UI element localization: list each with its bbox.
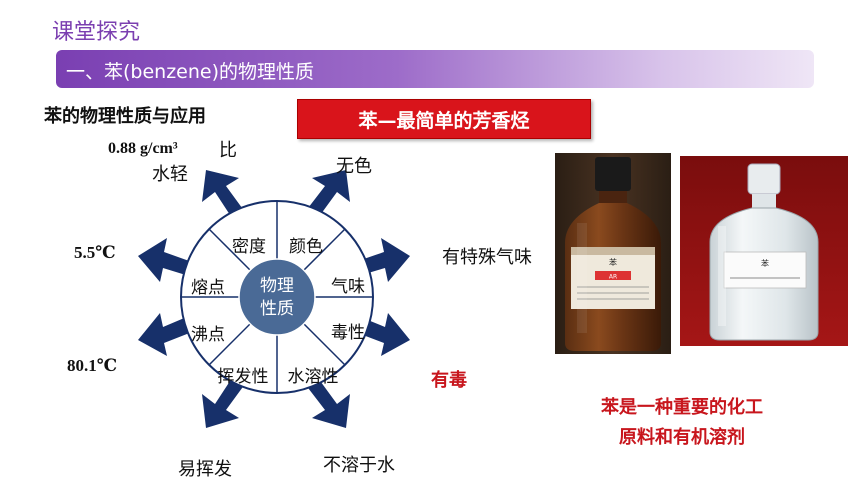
segment-color: 颜色	[289, 237, 323, 257]
section-banner-text: 一、苯(benzene)的物理性质	[66, 61, 315, 83]
arrow-boiling	[138, 313, 192, 356]
arrow-density	[202, 170, 245, 218]
boiling-point-value: 80.1℃	[67, 356, 118, 375]
clear-bottle-photo: 苯	[680, 156, 848, 346]
bottle1-label-char: 苯	[609, 257, 617, 267]
density-lighter: 水轻	[152, 164, 188, 185]
aromatic-hydrocarbon-banner: 苯—最简单的芳香烃	[297, 99, 591, 139]
segment-melting: 熔点	[191, 278, 225, 298]
brown-bottle-photo: 苯 AR	[555, 153, 671, 354]
solubility-value: 不溶于水	[323, 455, 395, 476]
segment-density: 密度	[232, 237, 266, 257]
odor-value: 有特殊气味	[442, 247, 532, 268]
arrow-color	[305, 170, 350, 218]
segment-toxicity: 毒性	[331, 323, 365, 343]
melting-point-value: 5.5℃	[74, 243, 116, 262]
wheel-center-line1: 物理	[260, 276, 294, 296]
conclusion-text: 苯是一种重要的化工 原料和有机溶剂	[582, 393, 782, 453]
arrow-solubility	[305, 378, 350, 428]
bottle2-label-char: 苯	[761, 258, 769, 268]
segment-odor: 气味	[331, 277, 365, 297]
conclusion-line2: 原料和有机溶剂	[619, 427, 745, 448]
segment-volatility: 挥发性	[218, 367, 269, 387]
density-than: 比	[219, 140, 237, 161]
properties-heading: 苯的物理性质与应用	[44, 106, 206, 127]
conclusion-line1: 苯是一种重要的化工	[601, 397, 763, 418]
section-banner	[56, 50, 814, 88]
toxicity-value: 有毒	[431, 370, 467, 391]
color-value: 无色	[336, 156, 372, 177]
page-title: 课堂探究	[52, 20, 141, 45]
wheel-center	[238, 258, 316, 336]
property-wheel: 物理 性质 密度 颜色 气味 毒性 水溶性 挥发性 沸点 熔点	[138, 170, 410, 428]
arrow-volatility	[202, 378, 245, 428]
volatility-value: 易挥发	[178, 459, 232, 480]
bottle1-grade: AR	[609, 274, 617, 281]
segment-boiling: 沸点	[191, 325, 225, 345]
arrow-melting	[138, 238, 192, 282]
wheel-center-line2: 性质	[260, 299, 294, 319]
density-value: 0.88 g/cm³	[108, 140, 178, 157]
segment-solubility: 水溶性	[288, 367, 339, 387]
